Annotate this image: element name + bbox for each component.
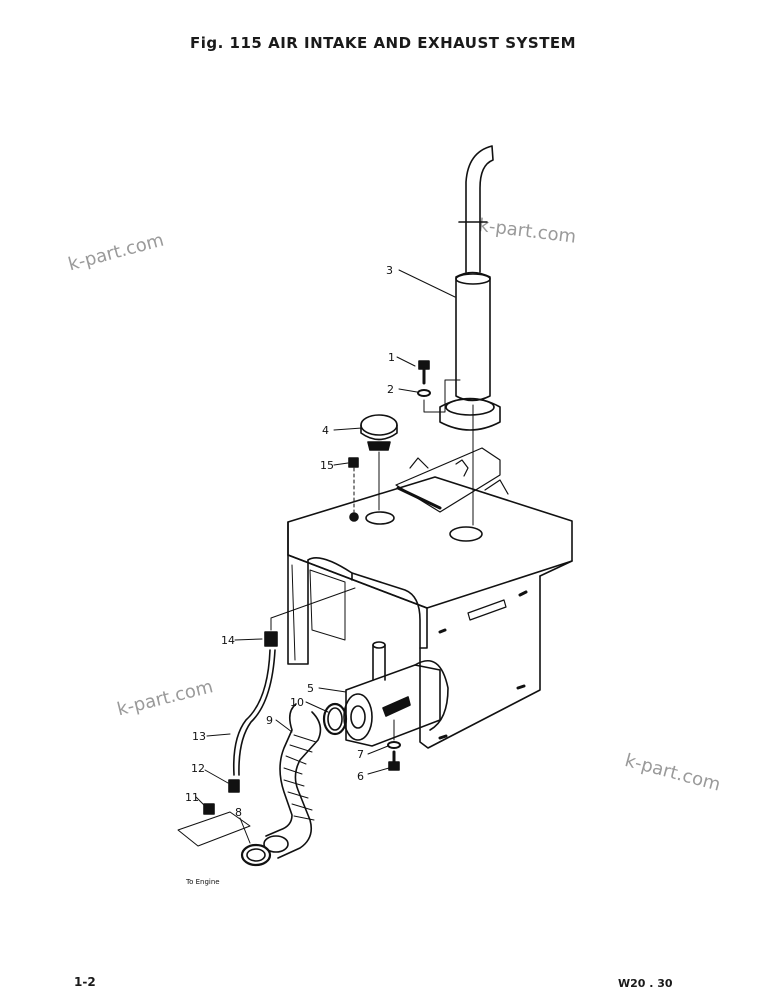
bolt-part-6 xyxy=(388,750,400,771)
part-number-10: 10 xyxy=(290,696,304,709)
muffler-pipe xyxy=(439,145,501,526)
engine-hood xyxy=(287,447,573,749)
part-number-9: 9 xyxy=(266,714,273,727)
air-cleaner-part-5 xyxy=(343,641,449,747)
breather-tube-part-13 xyxy=(232,649,276,776)
document-code: W20 . 30 xyxy=(618,977,673,990)
washer-part-2 xyxy=(417,389,431,397)
cap-part-4 xyxy=(360,414,398,511)
fitting-part-11 xyxy=(203,803,215,815)
part-number-14: 14 xyxy=(221,634,235,647)
page-number: 1-2 xyxy=(74,975,96,989)
part-number-6: 6 xyxy=(357,770,364,783)
screw-part-15 xyxy=(348,457,359,522)
part-number-13: 13 xyxy=(192,730,206,743)
hose-clamp-part-8 xyxy=(240,843,272,867)
intake-hose-part-9 xyxy=(263,703,322,859)
figure-title: Fig. 115 AIR INTAKE AND EXHAUST SYSTEM xyxy=(190,34,577,52)
part-number-7: 7 xyxy=(357,748,364,761)
fitting-part-12 xyxy=(228,779,240,793)
band-clamp-part-10 xyxy=(322,702,348,736)
part-number-5: 5 xyxy=(307,682,314,695)
part-number-3: 3 xyxy=(386,264,393,277)
part-number-2: 2 xyxy=(387,383,394,396)
part-number-4: 4 xyxy=(322,424,329,437)
part-number-11: 11 xyxy=(185,791,199,804)
washer-part-7 xyxy=(387,719,401,749)
part-number-8: 8 xyxy=(235,806,242,819)
part-number-1: 1 xyxy=(388,351,395,364)
to-engine-label: To Engine xyxy=(185,878,220,886)
part-number-15: 15 xyxy=(320,459,334,472)
fitting-part-14 xyxy=(264,631,278,647)
part-number-12: 12 xyxy=(191,762,205,775)
bolt-part-1 xyxy=(418,360,430,385)
